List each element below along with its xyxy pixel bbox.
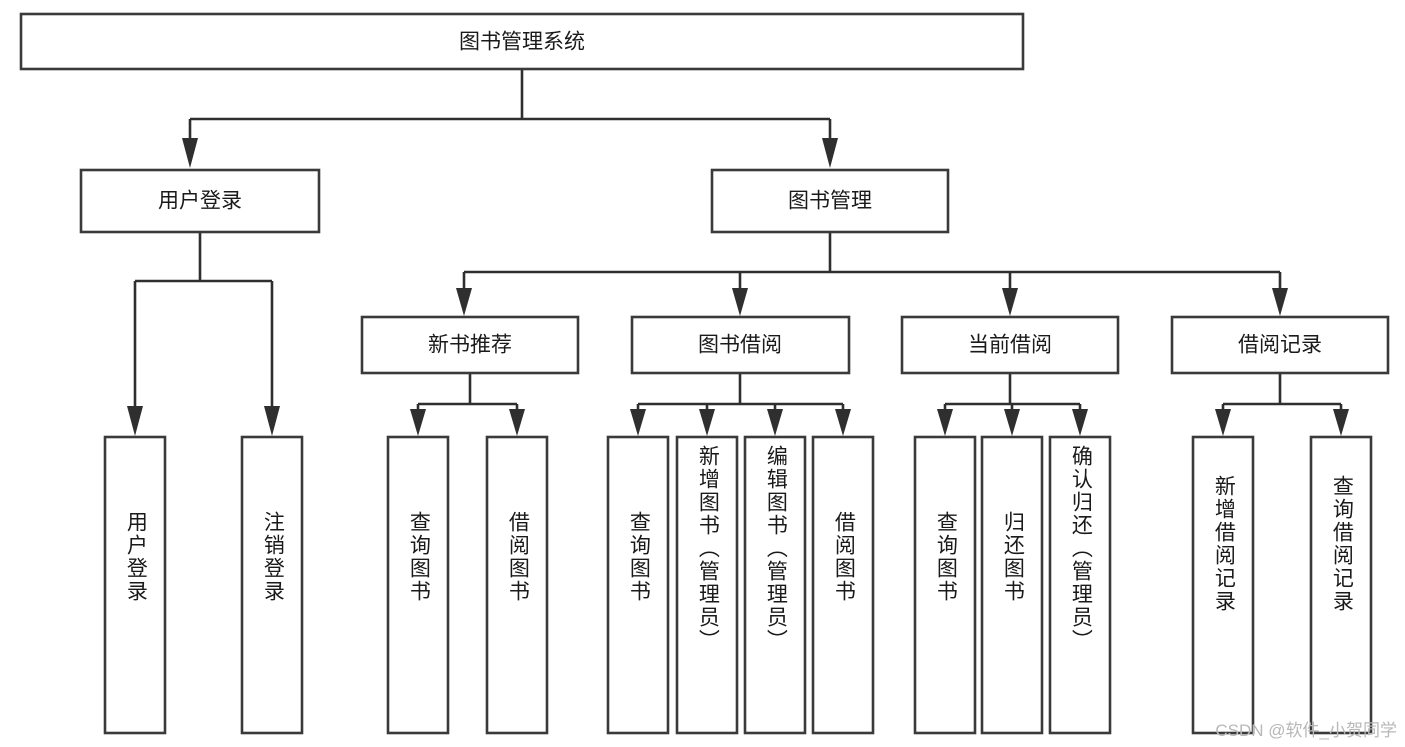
connector-group-book-borrow-to-leaves	[630, 373, 851, 436]
node-leaf-query-book-current[interactable]	[913, 435, 977, 735]
node-leaf-confirm-return-admin[interactable]	[1048, 435, 1112, 735]
arrow-head-bookborrow-leaf-1	[630, 409, 646, 436]
arrow-head-borrow-record	[1272, 288, 1288, 316]
arrow-head-newbook-leaf-2	[509, 409, 525, 436]
node-leaf-add-borrow-record[interactable]	[1191, 435, 1255, 735]
node-borrow-record-label: 借阅记录	[1238, 334, 1322, 357]
node-user-login-label: 用户登录	[158, 190, 242, 213]
node-leaf-borrow-book[interactable]	[811, 435, 875, 735]
arrow-head-currentborrow-leaf-3	[1072, 409, 1088, 436]
arrow-head-current-borrow	[1002, 288, 1018, 316]
node-new-book-recommend[interactable]	[360, 315, 580, 375]
arrow-head-borrowrecord-leaf-1	[1215, 409, 1231, 436]
node-new-book-recommend-label: 新书推荐	[428, 334, 512, 357]
arrow-head-leaf-user-login	[127, 406, 143, 436]
node-root-book-management-system[interactable]	[19, 12, 1025, 71]
arrow-head-new-book	[456, 288, 472, 316]
arrow-head-user-login	[182, 138, 198, 168]
node-leaf-logout[interactable]	[240, 435, 304, 735]
node-book-borrow[interactable]	[630, 315, 851, 375]
node-leaf-user-login[interactable]	[103, 435, 167, 735]
arrow-head-newbook-leaf-1	[410, 409, 426, 436]
node-borrow-record[interactable]	[1170, 315, 1390, 375]
arrow-head-currentborrow-leaf-2	[1004, 409, 1020, 436]
node-leaf-query-book-borrow[interactable]	[606, 435, 670, 735]
node-leaf-query-borrow-record[interactable]	[1309, 435, 1373, 735]
node-current-borrow[interactable]	[900, 315, 1120, 375]
arrow-head-currentborrow-leaf-1	[937, 409, 953, 436]
node-root-label: 图书管理系统	[459, 31, 585, 54]
node-book-management[interactable]	[710, 168, 950, 234]
node-user-login[interactable]	[79, 168, 321, 234]
csdn-watermark: CSDN @软件_小贺同学	[1215, 721, 1397, 740]
node-book-borrow-label: 图书借阅	[698, 334, 782, 357]
node-leaf-borrow-book-recommend[interactable]	[485, 435, 549, 735]
arrow-head-bookborrow-leaf-2	[699, 409, 715, 436]
connector-group-root-to-level1	[182, 69, 838, 168]
node-current-borrow-label: 当前借阅	[968, 334, 1052, 357]
node-leaf-edit-book-admin[interactable]	[743, 435, 807, 735]
connector-group-current-borrow-to-leaves	[937, 373, 1088, 436]
connector-group-new-book-to-leaves	[410, 373, 525, 436]
arrow-head-bookborrow-leaf-4	[835, 409, 851, 436]
arrow-head-bookborrow-leaf-3	[767, 409, 783, 436]
connector-group-book-manage-to-level2	[456, 232, 1288, 316]
node-book-management-label: 图书管理	[788, 190, 872, 213]
connector-group-borrow-record-to-leaves	[1215, 373, 1349, 436]
node-leaf-add-book-admin[interactable]	[675, 435, 739, 735]
arrow-head-book-manage	[822, 138, 838, 168]
arrow-head-leaf-logout	[264, 406, 280, 436]
arrow-head-book-borrow	[732, 288, 748, 316]
node-leaf-query-book-recommend[interactable]	[386, 435, 450, 735]
node-leaf-return-book[interactable]	[980, 435, 1044, 735]
connector-group-user-login-to-leaves	[127, 232, 280, 436]
arrow-head-borrowrecord-leaf-2	[1333, 409, 1349, 436]
